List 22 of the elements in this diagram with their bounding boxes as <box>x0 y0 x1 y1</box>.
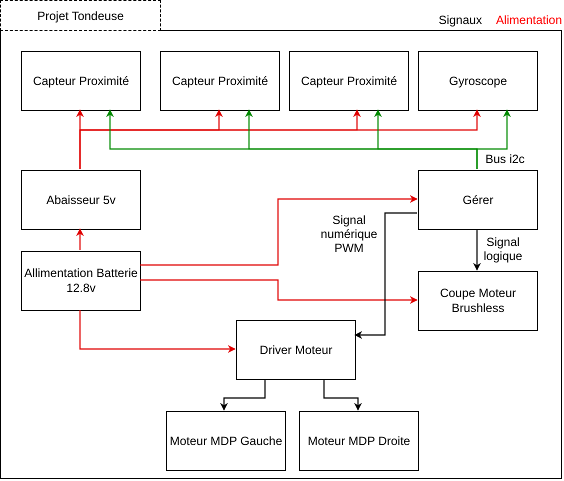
title-tab: Projet Tondeuse <box>0 0 161 31</box>
process-box: Capteur Proximité <box>21 51 141 111</box>
arrow <box>79 310 236 353</box>
process-box: Driver Moteur <box>236 320 356 380</box>
edge-label: Signal logique <box>483 235 523 263</box>
process-box: Gérer <box>418 170 538 230</box>
arrow <box>140 195 418 266</box>
arrow <box>473 229 481 271</box>
arrow <box>220 379 266 411</box>
process-box: Capteur Proximité <box>289 51 409 111</box>
process-box: Moteur MDP Gauche <box>166 411 286 471</box>
arrow <box>323 379 362 411</box>
arrow <box>140 279 418 304</box>
process-box: Moteur MDP Droite <box>299 411 419 471</box>
process-box: Abaisseur 5v <box>21 170 141 230</box>
process-box: Gyroscope <box>418 51 538 111</box>
arrow <box>76 228 84 250</box>
process-box: Capteur Proximité <box>160 51 280 111</box>
process-box: Coupe Moteur Brushless <box>418 271 538 331</box>
arrow <box>354 212 417 339</box>
process-box: Allimentation Batterie 12.8v <box>21 251 141 311</box>
arrow <box>476 109 511 169</box>
